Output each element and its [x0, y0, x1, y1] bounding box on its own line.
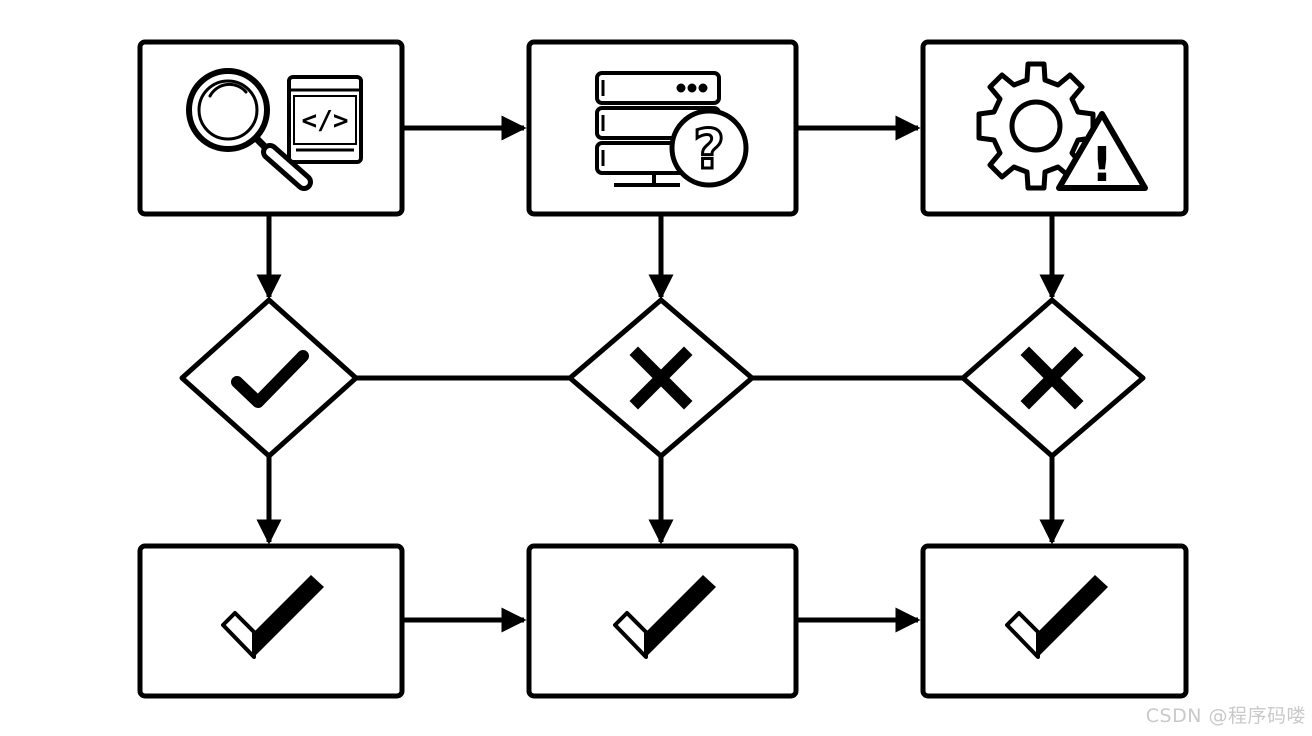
- warning-glyph: !: [1091, 137, 1113, 193]
- watermark: CSDN @程序码喽: [1145, 705, 1306, 727]
- result-box-3: [920, 543, 1189, 699]
- check-icon: [231, 350, 309, 408]
- warning-triangle-icon: !: [1056, 111, 1148, 193]
- decision-2: [567, 297, 755, 459]
- question-circle-icon: ?: [669, 108, 749, 188]
- result-box-2: [526, 543, 799, 699]
- top-box-1: </>: [137, 39, 405, 217]
- decision-1: [179, 297, 359, 459]
- cross-icon: [629, 346, 693, 410]
- checkmark-icon: [1005, 575, 1108, 659]
- connectors: [256, 115, 1065, 633]
- cross-icon: [1020, 346, 1084, 410]
- question-glyph: ?: [693, 118, 724, 181]
- result-box-1: [137, 543, 405, 699]
- decision-3: [960, 297, 1146, 459]
- top-box-3: !: [920, 39, 1189, 217]
- gear-icon: [976, 61, 1096, 191]
- checkmark-icon: [613, 575, 716, 659]
- magnifier-icon: [186, 68, 313, 191]
- code-window-icon: </>: [287, 75, 363, 164]
- code-glyph: </>: [302, 106, 349, 136]
- checkmark-icon: [221, 575, 324, 659]
- top-box-2: ?: [526, 39, 799, 217]
